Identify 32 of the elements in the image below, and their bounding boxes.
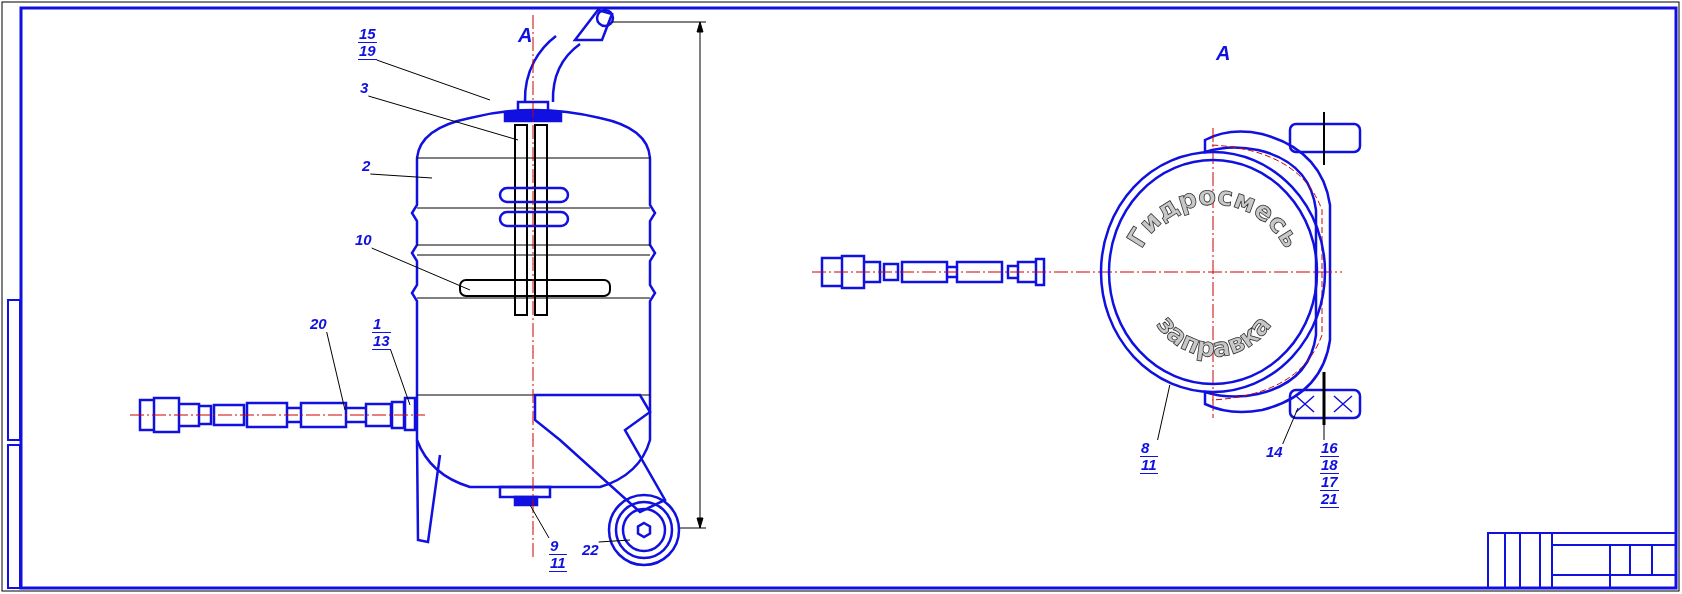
leader-line <box>598 539 631 543</box>
callout-number: 1 <box>372 316 391 333</box>
leader-line <box>1323 399 1325 441</box>
callout-number: 11 <box>1140 457 1158 474</box>
callout-number: 16 <box>1320 440 1339 457</box>
callout-number: 14 <box>1266 444 1283 460</box>
leader-line <box>367 95 519 141</box>
leader-line <box>369 173 433 179</box>
callout-number: 17 <box>1320 474 1339 491</box>
callout-number: 20 <box>310 316 327 332</box>
leader-line <box>376 59 491 101</box>
callout-number: 2 <box>362 158 371 174</box>
callout-number: 8 <box>1140 440 1158 457</box>
callout-number: 21 <box>1320 491 1339 508</box>
leader-line <box>371 247 471 291</box>
callout-number: 22 <box>582 542 599 558</box>
leader-line <box>529 504 550 539</box>
leader-line <box>326 331 346 411</box>
leader-line <box>1282 407 1299 445</box>
callout-number: 18 <box>1320 457 1339 474</box>
view-label: A <box>518 24 533 47</box>
callout-number: 9 <box>549 538 567 555</box>
view-label: A <box>1216 42 1231 65</box>
callout-number: 13 <box>372 333 391 350</box>
leader-line <box>1157 384 1171 441</box>
leader-line <box>390 349 411 406</box>
callout-number: 11 <box>549 555 567 572</box>
callout-number: 3 <box>360 80 369 96</box>
callout-number: 19 <box>358 43 377 60</box>
callout-number: 15 <box>358 26 377 43</box>
tank-inscription: заправка <box>1151 309 1278 364</box>
callout-number: 10 <box>355 232 372 248</box>
